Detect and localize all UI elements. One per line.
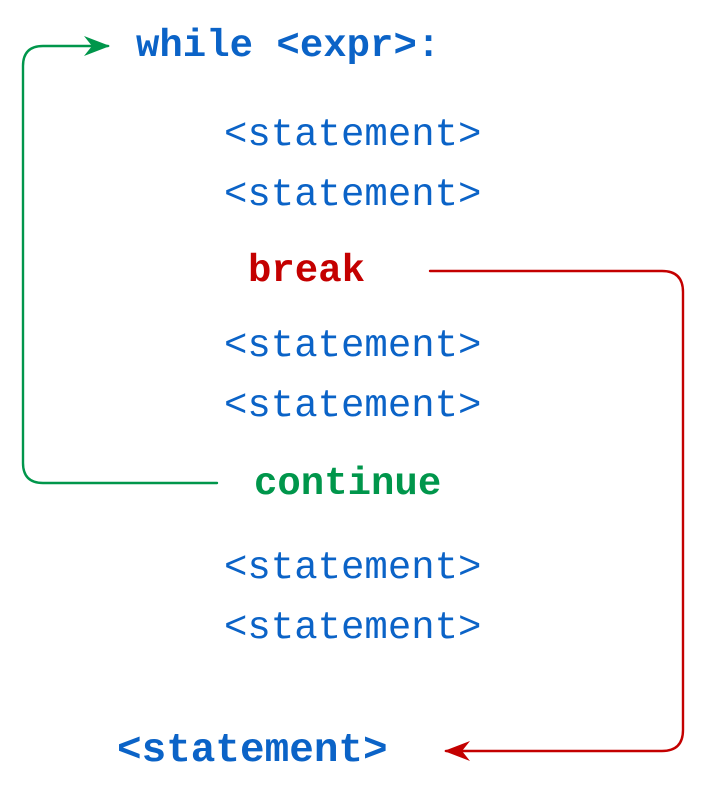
green-continue-connector bbox=[21, 36, 219, 485]
red-break-connector bbox=[428, 269, 685, 761]
while-header: while <expr>: bbox=[136, 24, 440, 68]
continue-keyword: continue bbox=[254, 462, 441, 506]
after-loop-statement: <statement> bbox=[117, 728, 388, 774]
loop-statement-4: <statement> bbox=[224, 384, 481, 428]
loop-statement-6: <statement> bbox=[224, 606, 481, 650]
break-exit-arrow bbox=[428, 269, 685, 761]
continue-return-arrow bbox=[21, 36, 219, 485]
loop-statement-3: <statement> bbox=[224, 324, 481, 368]
loop-statement-5: <statement> bbox=[224, 546, 481, 590]
loop-statement-2: <statement> bbox=[224, 173, 481, 217]
loop-statement-1: <statement> bbox=[224, 113, 481, 157]
break-keyword: break bbox=[248, 249, 365, 293]
